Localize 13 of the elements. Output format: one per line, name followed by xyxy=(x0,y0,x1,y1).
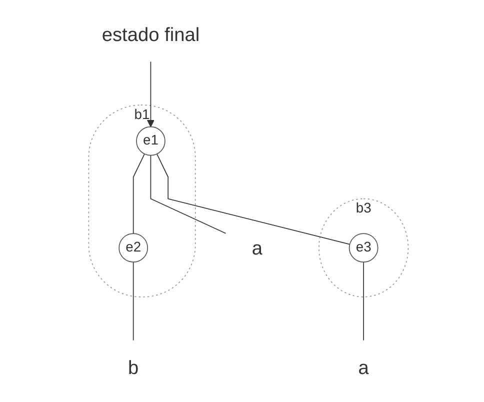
node-circle: e2 xyxy=(118,233,148,262)
connector xyxy=(363,262,364,341)
node-text: a xyxy=(252,236,262,259)
node-circle: e3 xyxy=(348,233,378,262)
node-text: a xyxy=(358,356,369,379)
node-circle: e1 xyxy=(136,126,166,156)
node-text: estado final xyxy=(102,23,200,46)
arrow xyxy=(146,61,155,128)
connector xyxy=(132,153,145,234)
node-text: b xyxy=(128,356,139,379)
connector xyxy=(132,262,134,341)
connector xyxy=(156,153,350,245)
connector xyxy=(150,154,226,234)
